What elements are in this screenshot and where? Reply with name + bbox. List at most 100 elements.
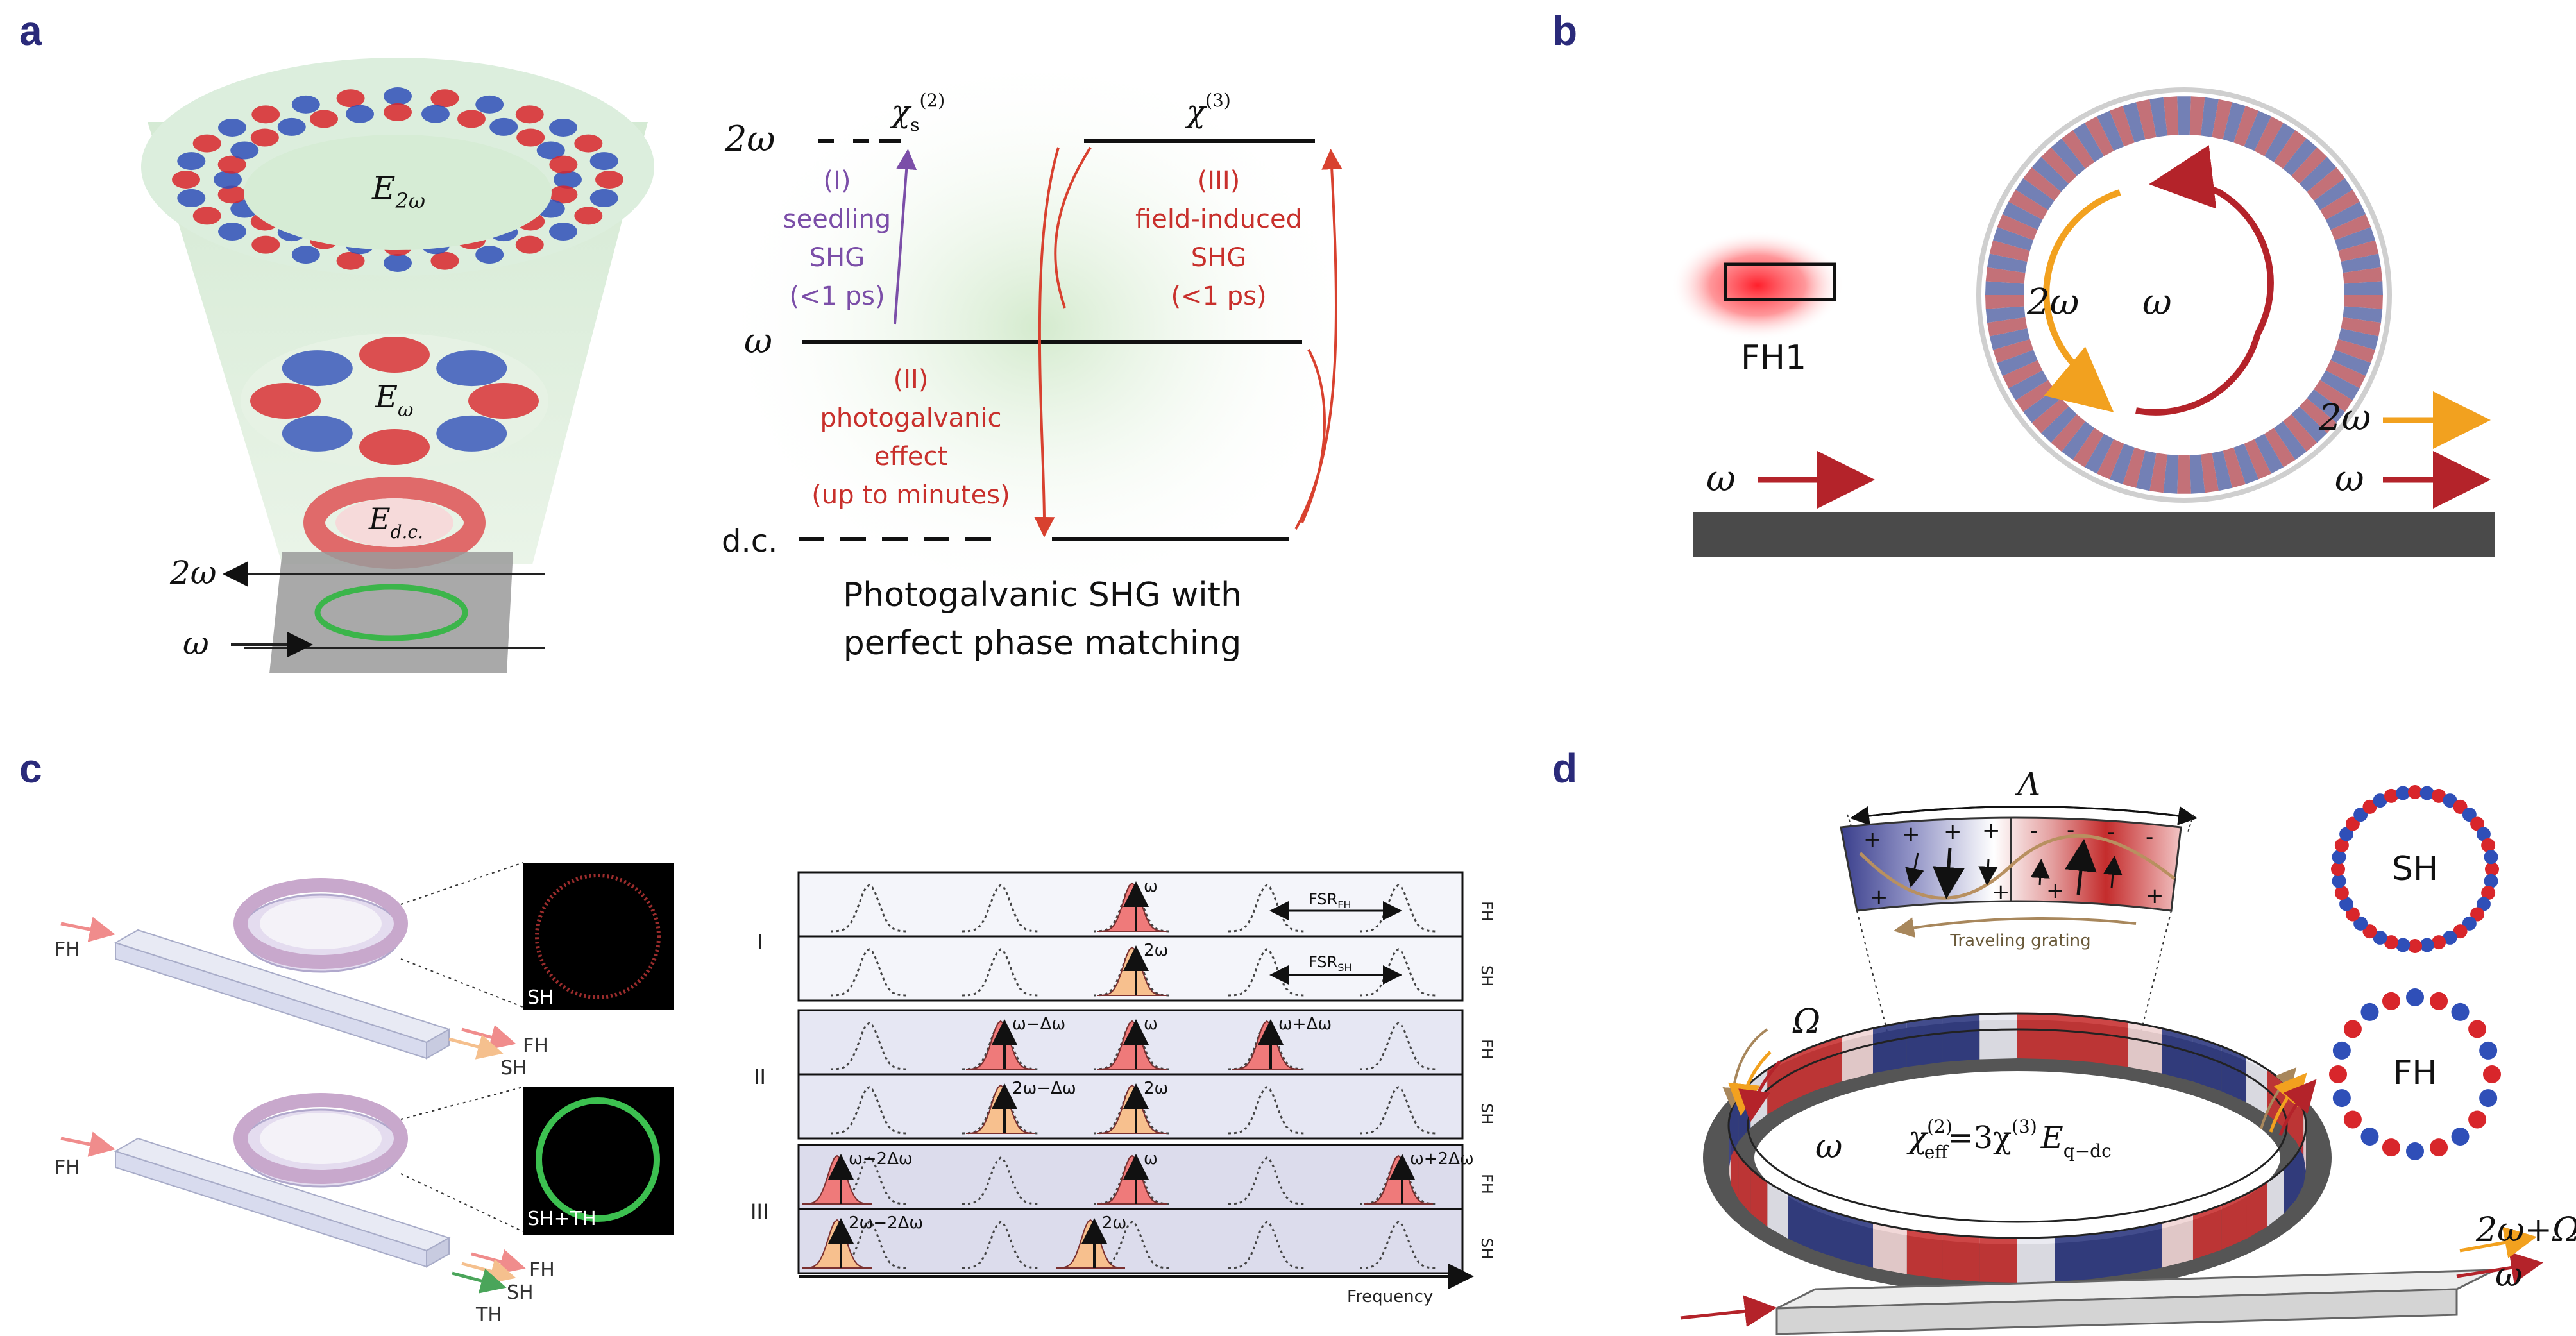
side-label-fh: FH	[1478, 1174, 1496, 1194]
ring-d-segment	[1842, 1028, 1873, 1082]
fh-mode-ring	[2329, 988, 2501, 1160]
panel-d: d Λ ++++ ++ ---- ++ Traveling grating	[1552, 745, 2576, 1335]
ew-lobe	[359, 337, 430, 373]
ring-b-segment	[2282, 414, 2318, 452]
bottom-sh-out-label: SH	[507, 1281, 534, 1304]
peak-label: ω+Δω	[1278, 1015, 1332, 1034]
fhRing-dot	[2332, 1041, 2351, 1060]
ring-b-segment	[2177, 96, 2191, 135]
fhRing-dot	[2343, 1020, 2362, 1038]
resonance-dashed	[830, 1022, 908, 1070]
output-w-arrow	[2456, 1251, 2543, 1284]
panel-letter-d: d	[1552, 745, 1577, 791]
ring-b-segment	[2254, 434, 2284, 474]
e2w-lobe	[217, 223, 246, 241]
top-sh-out-arrow	[448, 1034, 504, 1060]
e2w-lobe	[277, 117, 306, 136]
fh-rotation-arrow	[1738, 1060, 1781, 1122]
ring-b-segment	[2212, 450, 2232, 491]
ring-top-edge-inner	[1747, 1028, 2288, 1223]
peak-label: 2ω	[1144, 941, 1168, 960]
bottom-inset-image	[523, 1087, 674, 1235]
svg-text:+: +	[2146, 883, 2164, 909]
e2w-lobe	[230, 141, 259, 160]
ring-b-segment	[2031, 156, 2069, 192]
fhRing-dot	[2329, 1065, 2347, 1083]
e2w-lobe	[430, 89, 459, 108]
ring-w-label: ω	[2142, 282, 2172, 323]
ring-d-segment	[1750, 1168, 1768, 1227]
resonance-dashed	[830, 884, 908, 933]
bottom-waveguide-side	[115, 1150, 427, 1268]
ring-b-segment	[2291, 406, 2327, 443]
svg-text:-: -	[2067, 817, 2074, 843]
e2w-lobe	[536, 141, 565, 160]
ring-d-segment	[2092, 1017, 2128, 1067]
ring-b-segment	[2264, 123, 2296, 162]
shRing-dot	[2481, 886, 2496, 901]
ring-b-segment	[2008, 370, 2048, 401]
ring-b-segment	[2273, 421, 2307, 461]
shRing-dot	[2432, 788, 2446, 803]
svg-text:+: +	[1902, 822, 1920, 847]
shRing-dot	[2345, 816, 2360, 831]
resonance-dashed	[962, 1156, 1040, 1205]
shRing-dot	[2443, 793, 2457, 808]
fhRing-dot	[2382, 992, 2400, 1010]
traveling-arrow	[1894, 917, 2137, 938]
field-arrow-5	[2065, 839, 2097, 895]
peak-label: 2ω	[1144, 1079, 1168, 1098]
side-label-sh: SH	[1478, 1238, 1496, 1259]
svg-text:-: -	[2107, 819, 2115, 845]
peak-label: 2ω−Δω	[1012, 1079, 1076, 1098]
ring-b-segment	[2233, 106, 2259, 147]
fhRing-dot	[2406, 1142, 2424, 1160]
shRing-dot	[2396, 938, 2411, 952]
process-II-text: (II) photogalvanic effect (up to minutes…	[811, 365, 1010, 510]
field-induced-curve	[1301, 349, 1326, 523]
svg-text:+: +	[1992, 879, 2010, 905]
svg-text:field-induced: field-induced	[1135, 205, 1302, 234]
traveling-label: Traveling grating	[1949, 931, 2090, 951]
resonance-dashed	[1359, 884, 1437, 933]
shRing-dot	[2470, 816, 2485, 831]
ring-b-segment	[2341, 253, 2381, 273]
photogalvanic-arrow	[1034, 147, 1060, 537]
shRing-dot	[2362, 924, 2377, 939]
shRing-dot	[2485, 862, 2499, 876]
top-fh-in-arrow	[60, 917, 115, 942]
fhRing-dot	[2343, 1110, 2362, 1129]
ring-b-segment	[2223, 102, 2246, 143]
ring-b-segment	[2299, 156, 2337, 192]
row-label-I: I	[757, 930, 763, 954]
top-waveguide-side	[115, 942, 427, 1060]
side-label-sh: SH	[1478, 965, 1496, 986]
svg-text:+: +	[1870, 884, 1888, 910]
ring-d-segment	[1979, 1237, 2017, 1283]
shRing-dot	[2408, 785, 2422, 799]
row-label-II: II	[754, 1065, 766, 1089]
ring-b-segment	[2189, 96, 2205, 136]
ring-b-segment	[2334, 339, 2375, 364]
ring-b-segment	[2307, 167, 2345, 201]
shRing-dot	[2345, 907, 2360, 922]
field-arrow-3	[1978, 859, 1998, 886]
chip-substrate	[269, 552, 513, 673]
ring-b-segment	[2072, 123, 2104, 162]
svg-text:(<1 ps): (<1 ps)	[1171, 282, 1266, 311]
shRing-dot	[2476, 827, 2491, 841]
chi2-label: χs(2)	[890, 90, 945, 135]
shRing-dot	[2432, 935, 2446, 950]
ring-b-segment	[2041, 406, 2077, 443]
resonance-dashed	[962, 1221, 1040, 1269]
e2w-lobe	[217, 118, 246, 137]
lambda-tick-right	[2187, 814, 2194, 834]
resonance-dashed	[830, 1086, 908, 1135]
shRing-dot	[2334, 838, 2349, 852]
shRing-dot	[2339, 827, 2354, 841]
ring-d-segment	[2055, 1234, 2092, 1282]
peak-label: 2ω	[1102, 1213, 1126, 1233]
e2w-lobe	[489, 117, 518, 136]
resonance-dashed	[1228, 884, 1306, 933]
panel-c: c FH FH SH SH FH FH SH TH	[19, 745, 1496, 1326]
